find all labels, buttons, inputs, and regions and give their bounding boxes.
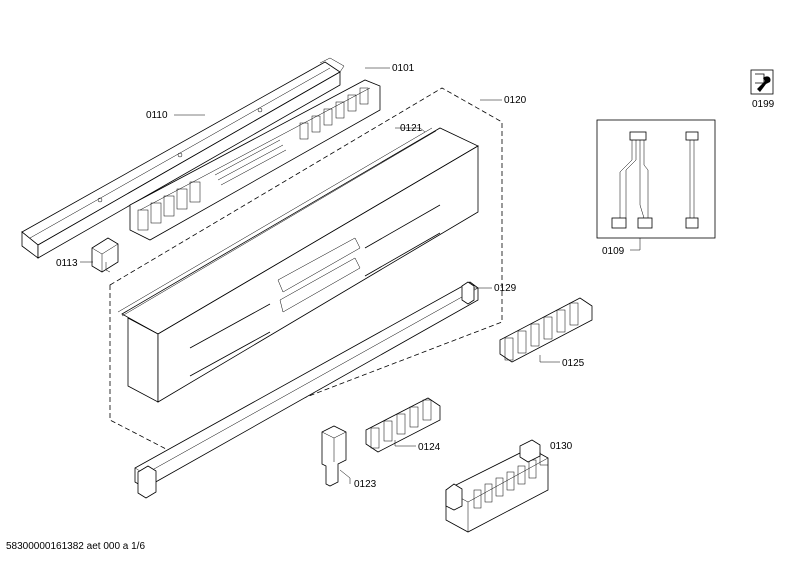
wrench-icon [750,69,774,95]
part-0123-light-guide [321,425,347,487]
label-0120: 0120 [504,95,527,106]
part-0110-rail [21,57,345,259]
label-0123: 0123 [354,479,377,490]
part-0124-button-strip [365,397,441,453]
label-0129: 0129 [494,283,517,294]
part-0130-connector-housing [445,439,549,533]
assembly-boundary-0120 [109,87,503,451]
part-0125-button-strip [499,297,593,363]
label-0109: 0109 [602,246,625,257]
label-0101: 0101 [392,63,415,74]
leader-lines [80,67,641,484]
label-0130: 0130 [550,441,573,452]
label-0113: 0113 [56,258,78,269]
label-0199: 0199 [752,99,775,110]
part-0113-clip [91,237,119,273]
part-0101-control-board [129,79,381,241]
label-0121: 0121 [400,123,423,134]
part-0121-front-panel [117,127,479,403]
label-0125: 0125 [562,358,585,369]
document-id: 58300000161382 aet 000 a 1/6 [6,541,146,552]
label-0110: 0110 [146,110,168,121]
part-0129-trim-strip [134,281,479,499]
part-0109-cable-harness [596,119,716,239]
label-0124: 0124 [418,442,441,453]
